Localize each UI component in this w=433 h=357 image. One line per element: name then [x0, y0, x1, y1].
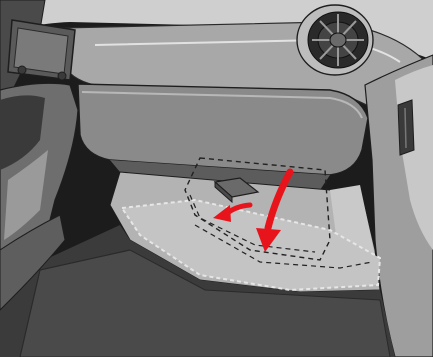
door-handle-slot: [405, 108, 406, 148]
console-knob-icon: [58, 72, 66, 80]
console-knob-icon: [18, 66, 26, 74]
air-vent-icon: [297, 5, 373, 75]
